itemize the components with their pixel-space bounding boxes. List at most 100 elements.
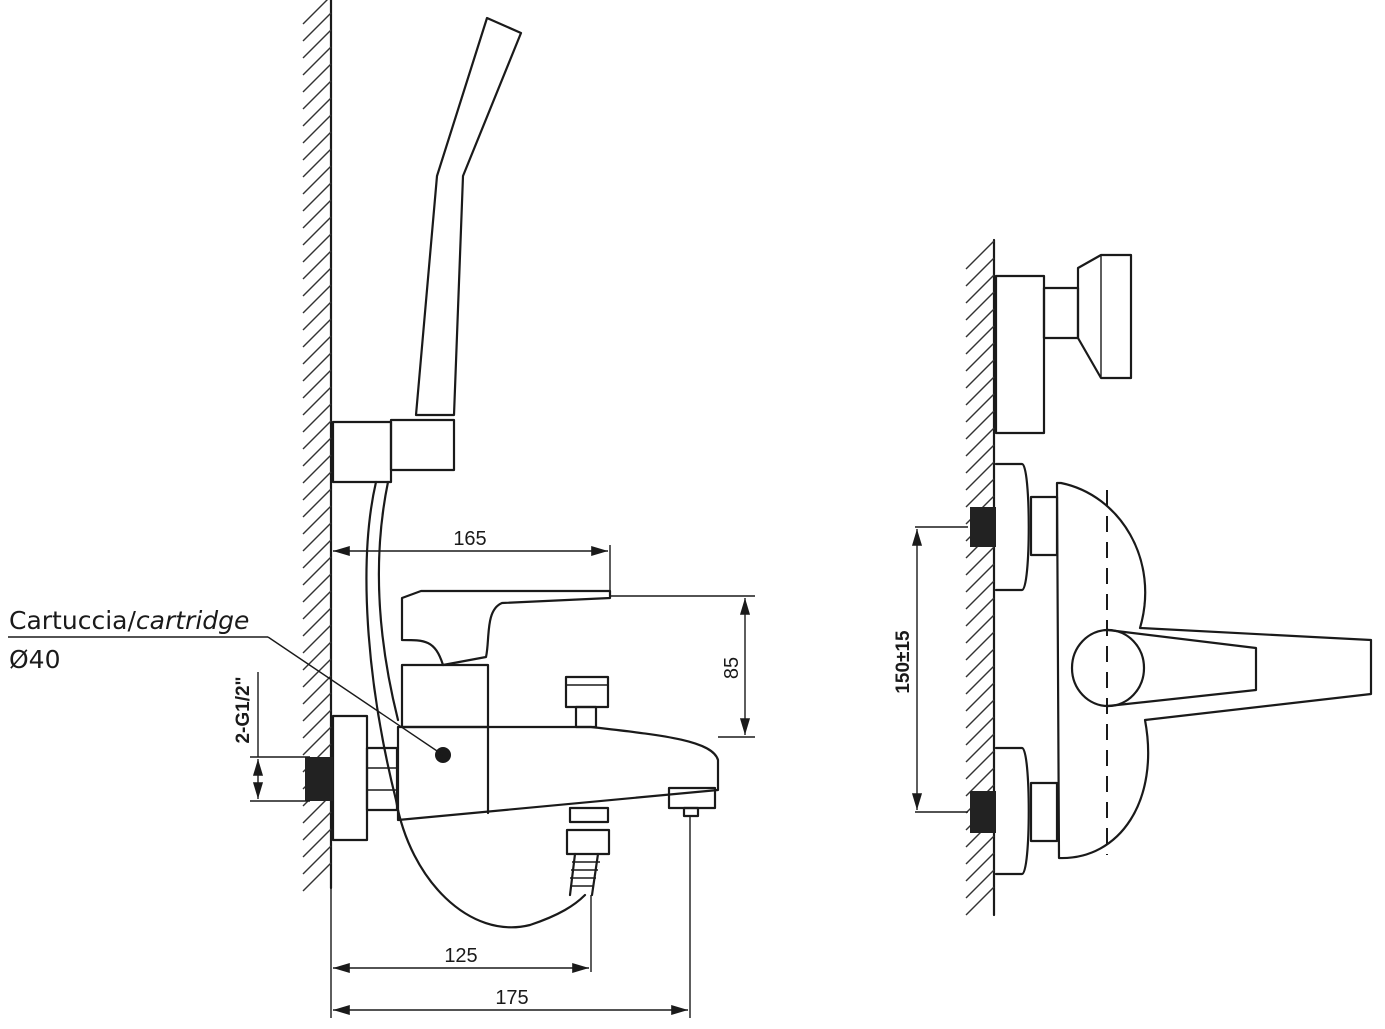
dim-150-label: 150±15 — [893, 630, 914, 694]
wall-hatch-line — [302, 199, 332, 229]
escutcheon-bottom — [970, 746, 1059, 876]
wall-hatch-line — [302, 284, 332, 314]
wall-hatch-line — [965, 733, 995, 763]
wall-hatch-line — [965, 291, 995, 321]
side-view: 165 85 2-G1/2" 125 175 C — [8, 0, 755, 1018]
wall-hatch-line — [965, 835, 995, 865]
wall-hatch-line — [302, 233, 332, 263]
wall-hatch-line — [302, 522, 332, 552]
wall-hatch-line — [302, 862, 332, 892]
dim-thread-label: 2-G1/2" — [233, 676, 254, 743]
wall-hatch-line — [302, 250, 332, 280]
wall-hatch-line — [302, 182, 332, 212]
mixer-body-front — [1055, 481, 1373, 860]
wall-hatch-line — [302, 539, 332, 569]
wall-hatch-line — [965, 461, 995, 491]
wall-hatch-line — [302, 318, 332, 348]
wall-hatch-line — [302, 573, 332, 603]
wall-hatch-line — [302, 709, 332, 739]
wall-hatch-line — [965, 240, 995, 270]
dimensions-side: 165 85 2-G1/2" 125 175 — [233, 528, 755, 1018]
dim-175-label: 175 — [495, 987, 528, 1009]
wall-hatch-line — [302, 845, 332, 875]
wall-hatch-line — [965, 376, 995, 406]
wall-hatch-line — [302, 556, 332, 586]
wall-hatch-line — [965, 410, 995, 440]
wall-hatch-line — [302, 488, 332, 518]
wall-hatch-line — [302, 726, 332, 756]
wall-hatch-line — [302, 369, 332, 399]
wall-hatch-line — [965, 393, 995, 423]
wall-hatch-line — [302, 267, 332, 297]
wall-hatch-line — [302, 165, 332, 195]
wall-hatch-line — [965, 750, 995, 780]
wall-hatch-line — [302, 97, 332, 127]
wall-hatch-line — [965, 563, 995, 593]
wall-hatch-line — [302, 148, 332, 178]
wall-hatch-line — [302, 0, 328, 25]
wall-hatch-line — [302, 29, 332, 59]
wall-hatch-line — [302, 352, 332, 382]
shower-holder — [331, 418, 456, 484]
wall-hatch-line — [302, 675, 332, 705]
wall-hatch-line — [302, 454, 332, 484]
shower-hose — [365, 480, 587, 929]
wall-hatch-line — [302, 114, 332, 144]
wall-hatch-line — [302, 607, 332, 637]
wall-hatch-line — [302, 624, 332, 654]
wall-hatch-line — [965, 631, 995, 661]
wall-escutcheon — [305, 714, 399, 842]
wall-hatch-line — [302, 216, 332, 246]
wall-hatch-line — [302, 590, 332, 620]
cartridge-callout: Cartuccia/cartridge Ø40 — [8, 606, 444, 756]
spout-outlet — [667, 786, 717, 818]
wall-hatch-line — [302, 828, 332, 858]
wall-hatch-line — [302, 403, 332, 433]
dimension-front: 150±15 — [893, 526, 968, 813]
wall-hatch-line — [965, 716, 995, 746]
wall-hatch-line — [965, 886, 995, 916]
diverter-knob — [564, 675, 610, 729]
escutcheon-top — [970, 462, 1059, 592]
wall-hatch-line — [965, 359, 995, 389]
wall-hatch-line — [965, 257, 995, 287]
wall-hatch-line — [302, 471, 332, 501]
wall-hatch-line — [965, 597, 995, 627]
wall-hatch-line — [965, 580, 995, 610]
wall-hatch-line — [965, 274, 995, 304]
front-view: 150±15 — [893, 238, 1373, 917]
wall-hatch-line — [965, 546, 995, 576]
wall-hatch-line — [302, 80, 332, 110]
wall-hatch-line — [302, 811, 332, 841]
wall-hatch-line — [302, 46, 332, 76]
wall-hatch-line — [965, 648, 995, 678]
wall-hatch-line — [302, 131, 332, 161]
wall-hatch-line — [302, 692, 332, 722]
wall-hatch-line — [302, 420, 332, 450]
wall-hatch-line — [302, 641, 332, 671]
wall-hatch-line — [302, 437, 332, 467]
dim-85-label: 85 — [721, 657, 743, 679]
wall-hatch-line — [965, 699, 995, 729]
wall-hatch-line — [965, 478, 995, 508]
wall-hatch-line — [965, 852, 995, 882]
wall-hatch-line — [302, 63, 332, 93]
wall-hatch-line — [965, 308, 995, 338]
wall-hatch-line — [965, 665, 995, 695]
wall-hatch-line — [302, 505, 332, 535]
wall-hatch-line — [965, 682, 995, 712]
hose-connector — [565, 806, 611, 897]
shower-holder-front — [994, 253, 1133, 435]
wall-hatch-line — [302, 386, 332, 416]
wall-hatch-line — [302, 301, 332, 331]
wall-hatch-line — [302, 658, 332, 688]
wall-hatch-line — [965, 869, 995, 899]
cartridge-diameter: Ø40 — [9, 645, 61, 674]
wall-hatch-line — [965, 342, 995, 372]
wall-hatch-line — [965, 444, 995, 474]
dim-165-label: 165 — [453, 528, 486, 550]
wall-hatch-line — [965, 614, 995, 644]
wall-hatch-line — [302, 12, 332, 42]
wall-hatch-line — [965, 427, 995, 457]
